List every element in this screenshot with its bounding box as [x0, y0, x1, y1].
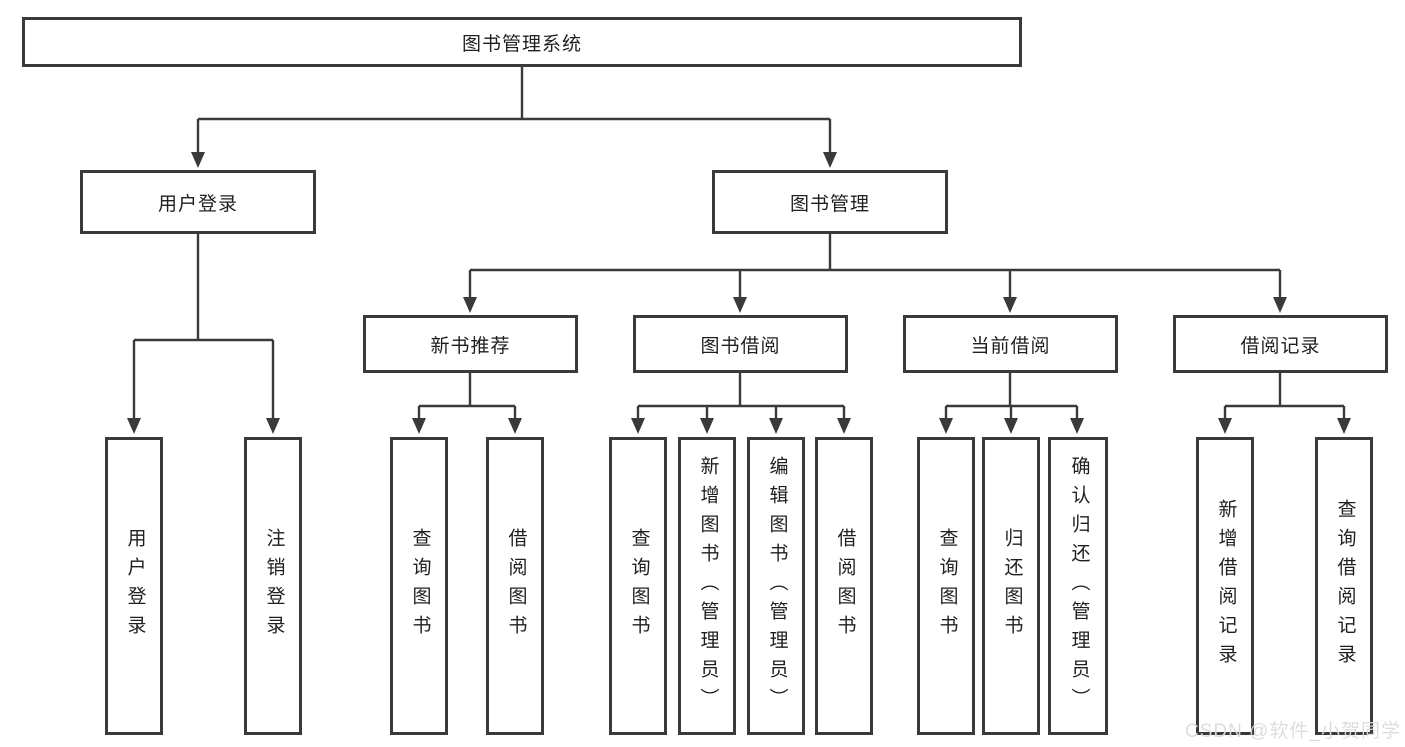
node-current-borrowing: 当前借阅 [903, 315, 1118, 373]
leaf-logout-label: 注销登录 [263, 528, 285, 644]
leaf-query-borrow-record-label: 查询借阅记录 [1334, 499, 1356, 673]
leaf-confirm-return-admin: 确认归还（管理员） [1048, 437, 1108, 735]
leaf-edit-book-admin: 编辑图书（管理员） [747, 437, 805, 735]
node-root: 图书管理系统 [22, 17, 1022, 67]
leaf-return-books-label: 归还图书 [1001, 528, 1023, 644]
leaf-logout: 注销登录 [244, 437, 302, 735]
leaf-add-book-admin: 新增图书（管理员） [678, 437, 736, 735]
leaf-borrow-books: 借阅图书 [815, 437, 873, 735]
node-book-borrowing: 图书借阅 [633, 315, 848, 373]
leaf-query-books-current: 查询图书 [917, 437, 975, 735]
leaf-user-login: 用户登录 [105, 437, 163, 735]
leaf-query-borrow-record: 查询借阅记录 [1315, 437, 1373, 735]
leaf-borrow-books-label: 借阅图书 [834, 528, 856, 644]
leaf-query-books-borrow: 查询图书 [609, 437, 667, 735]
leaf-query-books-recommend: 查询图书 [390, 437, 448, 735]
leaf-query-books-recommend-label: 查询图书 [409, 528, 431, 644]
leaf-return-books: 归还图书 [982, 437, 1040, 735]
leaf-add-book-admin-label: 新增图书（管理员） [697, 455, 719, 717]
leaf-user-login-label: 用户登录 [124, 528, 146, 644]
leaf-add-borrow-record-label: 新增借阅记录 [1215, 499, 1237, 673]
leaf-borrow-books-recommend: 借阅图书 [486, 437, 544, 735]
leaf-add-borrow-record: 新增借阅记录 [1196, 437, 1254, 735]
leaf-confirm-return-admin-label: 确认归还（管理员） [1068, 455, 1090, 717]
leaf-query-books-current-label: 查询图书 [936, 528, 958, 644]
node-book-management: 图书管理 [712, 170, 948, 234]
leaf-edit-book-admin-label: 编辑图书（管理员） [766, 455, 788, 717]
node-borrowing-records: 借阅记录 [1173, 315, 1388, 373]
node-user-login: 用户登录 [80, 170, 316, 234]
leaf-query-books-borrow-label: 查询图书 [628, 528, 650, 644]
leaf-borrow-books-recommend-label: 借阅图书 [505, 528, 527, 644]
node-new-book-recommendation: 新书推荐 [363, 315, 578, 373]
